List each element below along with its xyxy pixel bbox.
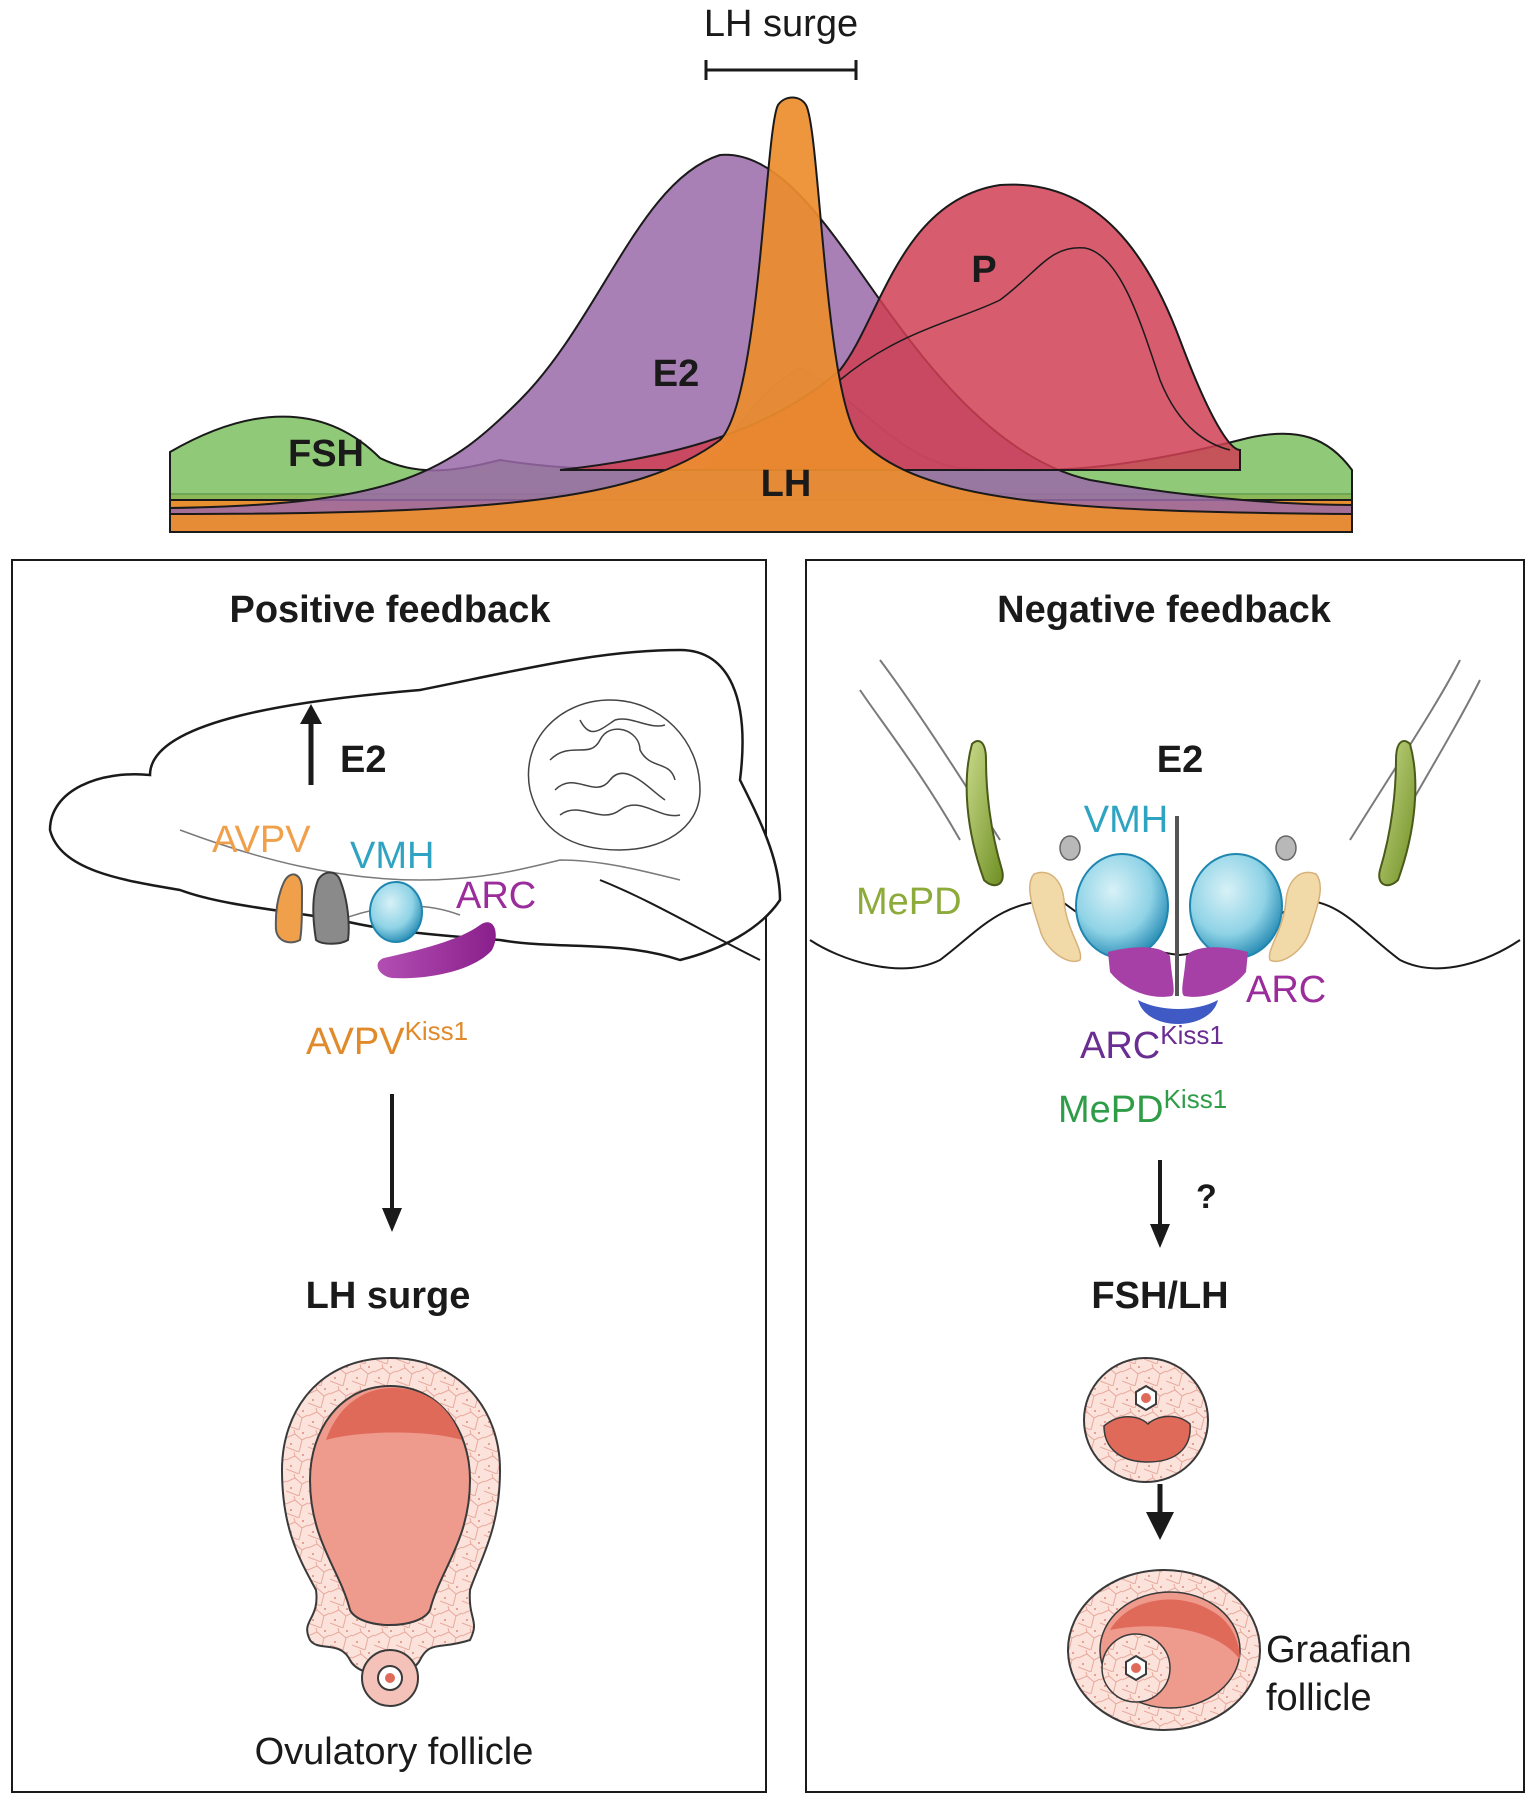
- mepd-kiss1-label: MePDKiss1: [1058, 1084, 1227, 1131]
- arc-region-label: ARC: [456, 875, 536, 917]
- graafian-label-line1: Graafian: [1266, 1629, 1412, 1671]
- avpv-nucleus-shape: [274, 873, 304, 944]
- negative-feedback-panel: Negative feedback MePD E2 VMH ARC: [805, 559, 1525, 1793]
- negative-vmh-label: VMH: [1084, 799, 1168, 841]
- lh-surge-top-label: LH surge: [704, 3, 858, 45]
- positive-e2-label: E2: [340, 739, 386, 781]
- left-beige-nucleus: [1029, 871, 1082, 963]
- median-eminence: [1138, 1000, 1218, 1024]
- lh-surge-bracket: [704, 60, 858, 80]
- graafian-label-line2: follicle: [1266, 1677, 1372, 1719]
- p-inner-peak: [839, 247, 1231, 451]
- follicle-progression-arrow: [1146, 1484, 1174, 1540]
- negative-arc-label: ARC: [1246, 969, 1326, 1011]
- right-beige-nucleus: [1268, 871, 1321, 963]
- arc-kiss1-base: ARC: [1080, 1025, 1160, 1067]
- negative-down-arrow: [1150, 1160, 1170, 1248]
- mepd-kiss1-base: MePD: [1058, 1089, 1164, 1131]
- vmh-nucleus-shape: [369, 881, 423, 943]
- ovulatory-follicle-label: Ovulatory follicle: [255, 1731, 534, 1773]
- cerebellum: [527, 699, 701, 851]
- mepd-kiss1-superscript: Kiss1: [1164, 1084, 1228, 1114]
- grey-nucleus-shape: [312, 871, 350, 945]
- vmh-region-label: VMH: [350, 835, 434, 877]
- negative-panel-title: Negative feedback: [997, 589, 1332, 631]
- vmh-right-nucleus: [1189, 853, 1283, 959]
- e2-chart-label: E2: [653, 353, 699, 395]
- graafian-follicle-drawing: [1067, 1569, 1261, 1731]
- negative-e2-label: E2: [1157, 739, 1203, 781]
- positive-outcome-label: LH surge: [306, 1275, 471, 1317]
- p-label: P: [971, 249, 996, 291]
- positive-feedback-panel: Positive feedback E2 AVPV VMH A: [11, 559, 782, 1793]
- lh-spike: [169, 96, 1353, 533]
- arc-kiss1-label: ARCKiss1: [1080, 1020, 1224, 1067]
- hormone-chart: LH surge FSH E2 P LH: [169, 3, 1353, 533]
- arc-nucleus-coronal: [1108, 947, 1248, 997]
- antral-follicle-drawing: [1083, 1357, 1209, 1483]
- brainstem: [599, 879, 761, 961]
- avpv-kiss1-superscript: Kiss1: [405, 1016, 469, 1046]
- mepd-left-shape: [965, 740, 1004, 887]
- sagittal-brain-outline: [48, 648, 782, 962]
- ovulatory-follicle-drawing: [280, 1356, 502, 1707]
- question-mark: ?: [1196, 1178, 1217, 1216]
- e2-up-arrow: [300, 704, 322, 785]
- avpv-kiss1-base: AVPV: [306, 1021, 405, 1063]
- arc-nucleus-shape: [377, 922, 496, 979]
- right-small-nucleus: [1275, 835, 1297, 861]
- fsh-label: FSH: [288, 433, 364, 475]
- left-small-nucleus: [1059, 835, 1081, 861]
- avpv-kiss1-label: AVPVKiss1: [306, 1016, 468, 1063]
- avpv-region-label: AVPV: [212, 819, 311, 861]
- mepd-region-label: MePD: [856, 881, 962, 923]
- positive-down-arrow: [382, 1094, 402, 1232]
- left-tract-curve: [859, 689, 961, 841]
- positive-panel-title: Positive feedback: [229, 589, 551, 631]
- lh-label: LH: [761, 463, 812, 505]
- right-tract-curve-2: [1349, 659, 1461, 841]
- negative-panel-frame: [805, 559, 1525, 1793]
- vmh-left-nucleus: [1075, 853, 1169, 959]
- negative-outcome-label: FSH/LH: [1091, 1275, 1228, 1317]
- positive-panel-frame: [11, 559, 767, 1793]
- arc-kiss1-superscript: Kiss1: [1160, 1020, 1224, 1050]
- mepd-right-shape: [1378, 740, 1417, 887]
